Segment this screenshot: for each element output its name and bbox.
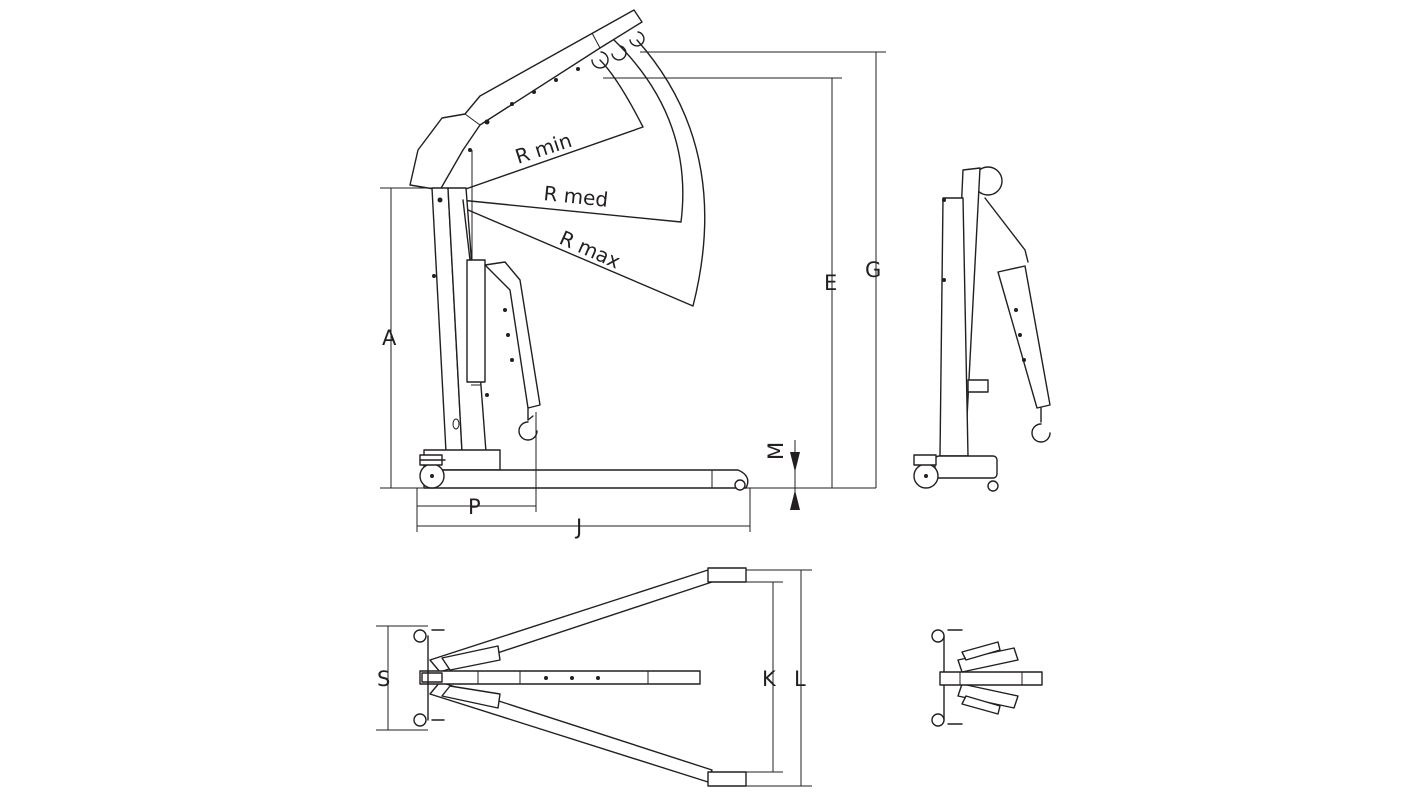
side-dimensions	[380, 51, 886, 532]
folded-leg-arm	[997, 265, 1051, 409]
label-r-min: R min	[512, 128, 575, 169]
label-l: L	[794, 667, 806, 691]
label-k: K	[762, 667, 777, 691]
folded-crane	[913, 166, 1051, 492]
label-g: G	[865, 258, 881, 282]
label-r-med: R med	[542, 181, 609, 212]
label-m: M	[764, 442, 788, 460]
label-r-max: R max	[556, 226, 624, 274]
top-view-folded	[931, 629, 1043, 727]
label-j: J	[574, 515, 582, 539]
boom-hooks	[591, 31, 645, 69]
side-view-crane	[409, 9, 749, 491]
label-e: E	[824, 271, 837, 295]
top-boom	[419, 670, 701, 685]
folded-mast	[939, 197, 969, 457]
label-a: A	[382, 326, 397, 350]
front-caster-wheel	[734, 479, 746, 491]
label-p: P	[468, 495, 481, 519]
boom	[409, 9, 643, 191]
leg-arm	[484, 261, 541, 409]
base-leg	[423, 469, 749, 489]
hydraulic-ram	[466, 259, 486, 383]
top-view-crane	[413, 567, 747, 787]
hanging-hook	[518, 415, 538, 441]
top-dimensions	[376, 569, 812, 787]
label-s: S	[377, 667, 390, 691]
top-leg-lower	[429, 681, 713, 783]
reach-arcs	[439, 39, 706, 307]
